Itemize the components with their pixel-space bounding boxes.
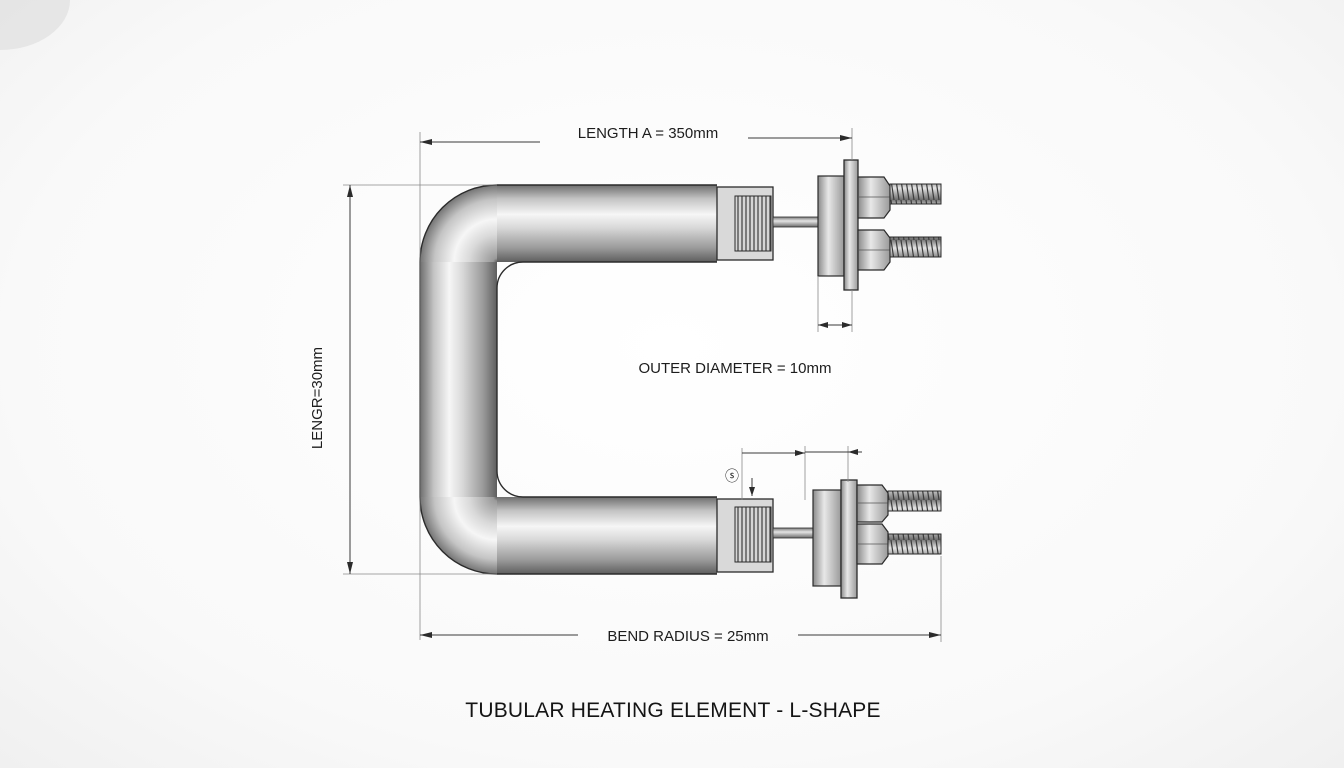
length-b-top-arrow-icon: [347, 185, 353, 197]
bottom-terminal-assembly: [716, 479, 942, 599]
bend-radius-label: BEND RADIUS = 25mm: [607, 628, 768, 645]
top-tube-segment: [497, 185, 717, 262]
bottom-tube-segment: [497, 497, 717, 574]
bottom-lower-stud-icon: [887, 533, 942, 555]
bottom-bend: [420, 497, 497, 574]
drawing-title: TUBULAR HEATING ELEMENT - L-SHAPE: [465, 699, 880, 722]
length-a-label: LENGTH A = 350mm: [578, 125, 718, 142]
od-right-arrow-icon: [842, 322, 852, 328]
length-b-bottom-arrow-icon: [347, 562, 353, 574]
detail-mark-label: ⓢ: [725, 468, 739, 484]
tube: [419, 184, 717, 575]
od-left-arrow-icon: [818, 322, 828, 328]
bottom-stem: [772, 527, 814, 539]
top-upper-stud-icon: [889, 183, 942, 205]
top-terminal-assembly: [716, 159, 942, 291]
top-flange: [843, 159, 859, 291]
bottom-upper-stud-icon: [887, 490, 942, 512]
top-coil: [734, 195, 772, 252]
bottom-lower-nut-icon: [856, 523, 889, 565]
bend-radius-left-arrow-icon: [420, 632, 432, 638]
length-a-left-arrow-icon: [420, 139, 432, 145]
bottom-coil: [734, 506, 772, 563]
length-a-right-arrow-icon: [840, 135, 852, 141]
bottom-upper-nut-icon: [856, 484, 889, 523]
corner-shadow: [0, 0, 70, 50]
top-stem: [772, 216, 819, 228]
bottom-bushing: [812, 489, 842, 587]
outer-diameter-label: OUTER DIAMETER = 10mm: [639, 360, 832, 377]
top-upper-nut-icon: [857, 176, 891, 219]
top-bend: [420, 185, 497, 262]
bottom-flange: [840, 479, 858, 599]
top-lower-stud-icon: [889, 236, 942, 258]
top-lower-nut-icon: [857, 229, 891, 271]
top-bushing: [817, 175, 845, 277]
dimension-lines: [343, 128, 942, 642]
bend-radius-right-arrow-icon: [929, 632, 941, 638]
length-b-label: LENGR=30mm: [309, 347, 326, 449]
vertical-tube-segment: [420, 262, 497, 497]
